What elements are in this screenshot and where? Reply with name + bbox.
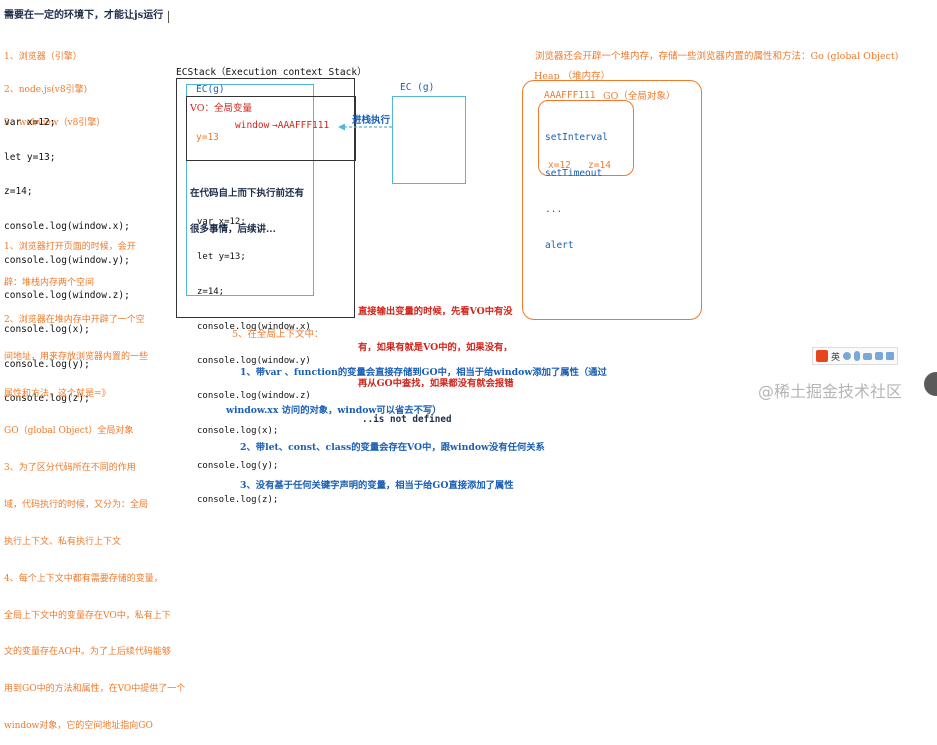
note-line: 域，代码执行的时候，又分为：全局 (4, 499, 149, 510)
heap-note: 浏览器还会开辟一个堆内存，存储一些浏览器内置的属性和方法：Go (global … (535, 51, 899, 62)
code-line: console.log(window.x); (4, 220, 130, 232)
note-line: 1、浏览器打开页面的时候，会开 (4, 241, 136, 252)
note-line: 4、每个上下文中都有需要存储的变量， (4, 573, 163, 584)
go-item: alert (545, 240, 574, 251)
keyboard-icon[interactable] (863, 352, 873, 360)
bottom-note-line: 2、带let、const、class的变量会存在VO中，跟window没有任何关… (240, 442, 545, 453)
ec-global-box (186, 84, 314, 296)
sogou-icon[interactable] (816, 350, 828, 362)
code-line: console.log(window.x) (197, 321, 311, 332)
note-line: 辟：堆栈内存两个空间 (4, 278, 95, 289)
skin-icon[interactable] (875, 352, 884, 360)
watermark: @稀土掘金技术社区 (758, 382, 903, 401)
vo-title: VO：全局变量 (190, 103, 252, 114)
ecstack-label: ECStack（Execution context Stack） (176, 67, 367, 78)
tools-icon[interactable] (886, 352, 895, 360)
side-handle[interactable] (924, 372, 937, 396)
go-item: ... (545, 204, 563, 215)
note-line: 2、浏览器在堆内存中开辟了一个空 (4, 315, 145, 326)
note-line: 3、为了区分代码所在不同的作用 (4, 462, 136, 473)
bottom-note-line: window.xx 访问的对象，window可以省去不写） (226, 404, 442, 416)
bottom-notes-header: 5、在全局上下文中： (232, 329, 324, 340)
vo-window: window (235, 120, 270, 131)
ec-global-label: EC(g) (196, 84, 225, 95)
direct-note-line: 有，如果有就是VO中的，如果没有， (358, 342, 513, 353)
environments-list: 1、浏览器（引擎） 2、node.js(v8引擎) 3、webview（v8引擎… (4, 30, 105, 140)
note-line: 执行上下文、私有执行上下文 (4, 536, 122, 547)
code-line: z=14; (4, 186, 33, 197)
ime-toolbar[interactable]: 英 (812, 347, 899, 365)
environment-item: 1、浏览器（引擎） (4, 52, 82, 62)
go-item: setTimeout (545, 168, 603, 179)
note-line: 用到GO中的方法和属性，在VO中提供了一个 (4, 684, 186, 695)
heap-label: Heap （堆内存） (534, 71, 611, 82)
go-vars: x=12 z=14 (548, 160, 611, 171)
code-line: var x=12; (197, 217, 246, 228)
go-box (538, 100, 634, 176)
bottom-notes: 1、带var 、function的变量会直接存储到GO中，相当于给window添… (226, 342, 607, 505)
exec-note-line: 在代码自上而下执行前还有 (190, 188, 305, 199)
note-line: 间地址，用来存放浏览器内置的一些 (4, 352, 149, 363)
push-arrow (338, 123, 392, 131)
note-line: window对象，它的空间地址指向GO (4, 721, 153, 732)
ec-right-box (392, 96, 466, 184)
code-line: console.log(window.y); (4, 255, 130, 266)
ime-language-label[interactable]: 英 (831, 352, 841, 363)
go-items: setInterval setTimeout ... alert (545, 108, 608, 264)
direct-note-line: 再从GO中查找，如果都没有就会报错 (358, 378, 514, 389)
exec-note-line: 很多事情，后续讲... (190, 224, 276, 235)
go-label: GO（全局对象） (603, 91, 676, 102)
note-line: 文的变量存在AO中。为了上后续代码能够 (4, 647, 171, 658)
code-line: console.log(z); (4, 393, 90, 404)
note-line: 属性和方法，这个就是=》 (4, 389, 111, 400)
heap-box (522, 80, 702, 320)
text-cursor (168, 11, 169, 23)
punctuation-icon[interactable] (843, 352, 852, 360)
vo-y: y=13 (196, 132, 219, 143)
exec-note: 在代码自上而下执行前还有 很多事情，后续讲... (190, 164, 304, 248)
direct-note-line: 直接输出变量的时候，先看VO中有没 (358, 306, 513, 317)
ecstack-box (176, 78, 355, 318)
left-notes: 1、浏览器打开页面的时候，会开 辟：堆栈内存两个空间 2、浏览器在堆内存中开辟了… (4, 216, 185, 745)
code-line: console.log(window.z); (4, 289, 130, 301)
go-item: setInterval (545, 132, 608, 143)
code-line: console.log(window.z) (197, 391, 311, 402)
note-line: GO（global Object）全局对象 (4, 426, 134, 437)
bottom-note-line: 3、没有基于任何关键字声明的变量，相当于给GO直接添加了属性 (240, 479, 514, 491)
environment-item: 3、webview（v8引擎） (4, 118, 106, 128)
code-line: console.log(x); (4, 324, 90, 335)
code-line: console.log(y); (4, 358, 90, 370)
vo-window-pointer: →AAAFFF111 (272, 120, 330, 131)
code-line: let y=13; (197, 251, 246, 262)
heap-address: AAAFFF111 (544, 90, 596, 101)
global-code-block: var x=12; let y=13; z=14; console.log(wi… (4, 94, 130, 416)
environment-item: 2、node.js(v8引擎) (4, 85, 88, 95)
note-line: 全局上下文中的变量存在VO中，私有上下 (4, 610, 171, 621)
bottom-note-line: 1、带var 、function的变量会直接存储到GO中，相当于给window添… (240, 367, 607, 378)
code-line: var x=12; (4, 117, 56, 128)
page-title: 需要在一定的环境下，才能让js运行 (4, 10, 164, 21)
microphone-icon[interactable] (854, 351, 861, 361)
vo-box (186, 96, 356, 161)
push-label: 进栈执行 (352, 115, 391, 126)
code-line: z=14; (197, 286, 225, 297)
code-line: console.log(window.y) (197, 356, 311, 367)
code-line: let y=13; (4, 151, 56, 163)
ec-right-label: EC (g) (400, 82, 435, 93)
